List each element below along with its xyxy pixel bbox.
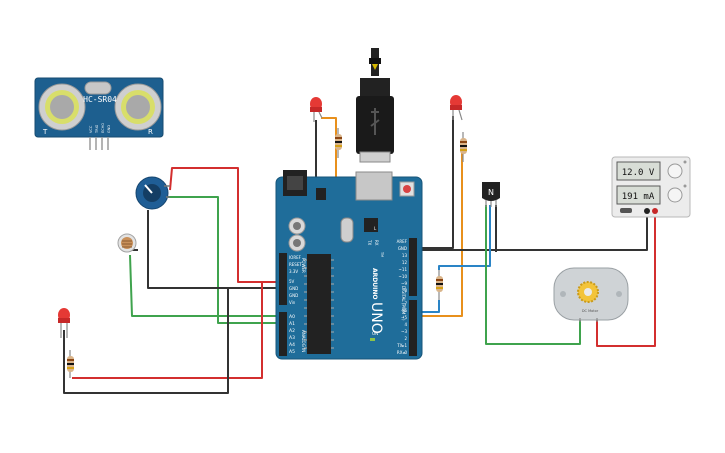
svg-text:~9: ~9 — [401, 281, 407, 286]
svg-text:2: 2 — [404, 336, 407, 341]
svg-text:13: 13 — [402, 253, 408, 258]
svg-text:~6: ~6 — [401, 308, 407, 313]
svg-text:RX◂0: RX◂0 — [397, 350, 408, 355]
svg-text:RESET: RESET — [289, 262, 302, 267]
arduino-uno[interactable]: ARDUINO TM UNO POWER ANALOG IN DIGITAL (… — [275, 170, 423, 360]
svg-text:A1: A1 — [289, 321, 295, 327]
pot-pins — [164, 185, 170, 198]
wire-red-pot-5v[interactable] — [169, 167, 282, 283]
supply-knob-current[interactable] — [667, 184, 687, 203]
on-label: ON — [372, 331, 378, 336]
analog-header-label: ANALOG IN — [301, 330, 306, 352]
arduino-brand: ARDUINO — [371, 268, 378, 299]
power-pin-labels: IOREF RESET 3.3V 5V GND GND Vin — [289, 255, 302, 305]
wire-black-led-right[interactable] — [414, 116, 454, 249]
led-label-rx: RX — [374, 240, 379, 246]
svg-text:A2: A2 — [289, 328, 295, 334]
svg-text:IOREF: IOREF — [289, 255, 302, 260]
digital-pin-labels-top: AREF GND 13 12 ~11 ~10 ~9 8 — [397, 239, 408, 293]
svg-text:A5: A5 — [289, 349, 295, 355]
supply-terminal-negative[interactable] — [644, 208, 650, 214]
led-right[interactable] — [450, 95, 463, 121]
dc-motor[interactable]: DC Motor — [553, 267, 629, 322]
wire-black-gnd-supply[interactable] — [414, 212, 648, 251]
power-supply[interactable]: 12.0 V 191 mA — [611, 156, 691, 218]
resistor-top[interactable] — [335, 128, 342, 158]
svg-text:A0: A0 — [289, 314, 295, 320]
svg-text:~11: ~11 — [399, 267, 408, 272]
sensor-pins — [89, 137, 109, 150]
wire-blue-transistor-base[interactable] — [438, 205, 491, 270]
photoresistor[interactable] — [117, 233, 137, 253]
wire-black-pot-gnd[interactable] — [147, 210, 282, 289]
potentiometer[interactable] — [135, 176, 170, 210]
sensor-corner-left: T — [42, 128, 48, 136]
supply-switch[interactable] — [620, 208, 632, 213]
supply-terminal-positive[interactable] — [652, 208, 658, 214]
svg-text:TX▸1: TX▸1 — [396, 343, 407, 348]
svg-text:Vin: Vin — [289, 300, 296, 305]
sensor-corner-right: R — [148, 128, 153, 136]
digital-header-label: DIGITAL (PWM ~) — [401, 286, 406, 321]
wire-red-supply-motor[interactable] — [596, 212, 656, 347]
motor-label: DC Motor — [582, 309, 599, 313]
chip-legs — [304, 259, 334, 349]
svg-text:8: 8 — [404, 288, 407, 293]
led-label-tx: TX — [367, 239, 372, 245]
svg-text:AREF: AREF — [397, 239, 408, 244]
ultrasonic-sensor[interactable]: HC-SR04 VCC TRIG ECHO GND T R — [34, 77, 164, 150]
transducer-left — [38, 83, 86, 131]
resistor-transistor[interactable] — [436, 270, 443, 300]
sensor-label: HC-SR04 — [83, 95, 117, 104]
resistor-right[interactable] — [460, 132, 467, 162]
supply-voltage: 12.0 V — [622, 168, 655, 178]
wire-orange-led-right[interactable] — [414, 150, 463, 317]
digital-pin-labels-bottom: 7 ~6 ~5 4 ~3 2 TX▸1 RX◂0 — [396, 301, 407, 355]
svg-text:5V: 5V — [289, 279, 295, 284]
l-label: L — [374, 226, 377, 231]
transistor-label: N — [488, 188, 494, 197]
svg-text:A4: A4 — [289, 342, 295, 348]
wire-green-ldr-a0[interactable] — [129, 254, 282, 317]
led-top[interactable] — [310, 97, 323, 122]
resistor-left[interactable] — [67, 350, 74, 378]
svg-text:GND: GND — [289, 293, 298, 298]
wire-red-led-left[interactable] — [72, 282, 263, 379]
sensor-pin-gnd: GND — [107, 125, 111, 133]
arduino-tm: TM — [380, 251, 384, 257]
svg-text:7: 7 — [404, 301, 407, 306]
svg-text:GND: GND — [398, 246, 407, 251]
wire-green-pot-a1[interactable] — [168, 196, 282, 324]
wire-black-led-left[interactable] — [63, 288, 229, 394]
svg-text:GND: GND — [289, 286, 298, 291]
svg-text:12: 12 — [402, 260, 408, 265]
on-led — [370, 338, 375, 341]
sensor-pin-trig: TRIG — [95, 124, 99, 134]
arduino-model: UNO — [368, 302, 384, 334]
transistor[interactable]: N — [482, 182, 500, 207]
usb-cable[interactable] — [356, 48, 394, 163]
led-left[interactable] — [58, 308, 70, 338]
supply-current: 191 mA — [622, 192, 655, 202]
supply-knob-voltage[interactable] — [667, 160, 687, 179]
transducer-right — [114, 83, 162, 131]
sensor-pin-vcc: VCC — [89, 125, 93, 133]
svg-text:3.3V: 3.3V — [289, 269, 298, 274]
power-header-label: POWER — [301, 258, 306, 273]
svg-text:4: 4 — [404, 322, 407, 327]
sensor-pin-echo: ECHO — [101, 123, 105, 133]
wire-green-transistor-motor[interactable] — [485, 205, 581, 345]
svg-text:A3: A3 — [289, 335, 295, 341]
svg-text:~10: ~10 — [399, 274, 408, 279]
svg-text:~5: ~5 — [401, 315, 407, 320]
analog-pin-labels: A0 A1 A2 A3 A4 A5 — [289, 314, 295, 355]
svg-text:~3: ~3 — [401, 329, 407, 334]
